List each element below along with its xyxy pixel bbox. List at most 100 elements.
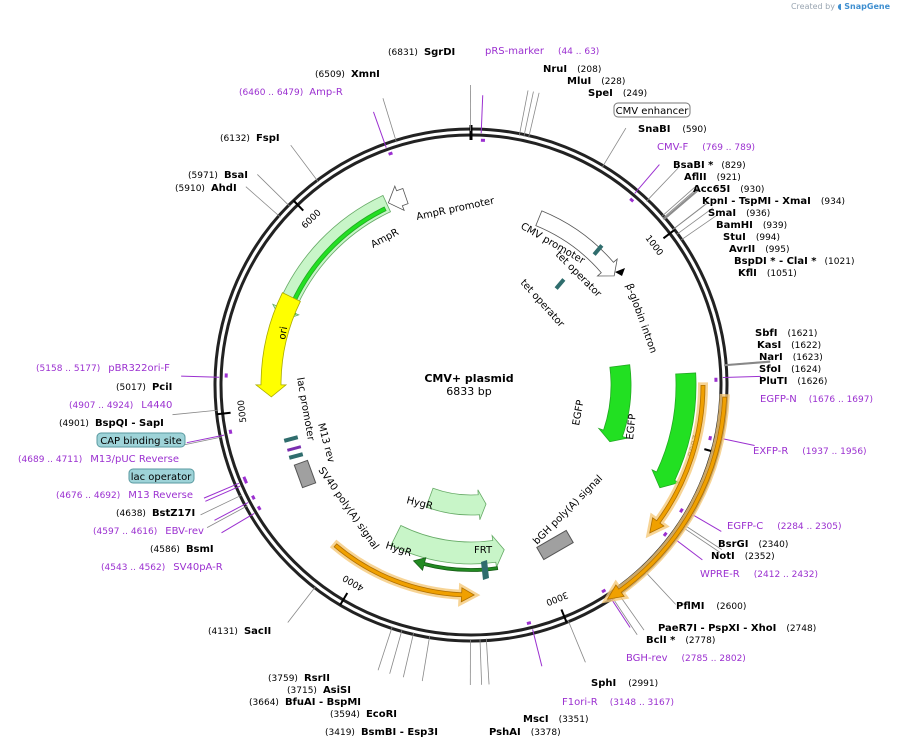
tick-label: 4000 (341, 572, 366, 592)
primer-leader-line (221, 513, 255, 534)
feature-label: EGFP (571, 399, 586, 426)
plasmid-size: 6833 bp (446, 385, 491, 398)
site-leader-line (389, 629, 403, 674)
svg-text:(3664)BfuAI - BspMI: (3664)BfuAI - BspMI (249, 697, 361, 708)
svg-text:(6509)XmnI: (6509)XmnI (315, 69, 380, 80)
site-leader-line (646, 167, 679, 202)
feature-label: AmpR (369, 227, 401, 251)
svg-text:StuI(994): StuI(994) (723, 232, 780, 243)
beta-globin-intron-marker (615, 268, 625, 276)
svg-text:SnaBI(590): SnaBI(590) (638, 124, 707, 135)
primer-mark (708, 435, 713, 441)
tick-label: 6000 (300, 208, 324, 231)
site-leader-lines (172, 84, 771, 686)
site-leader-line (485, 638, 490, 685)
hygr-arrow-outer (390, 524, 505, 569)
svg-text:MscI(3351): MscI(3351) (523, 714, 589, 725)
site-leader-line (377, 626, 393, 671)
site-labels: (6831)SgrDI (6509)XmnI (6132)FspI (5971)… (59, 47, 854, 738)
svg-text:Acc65I(930): Acc65I(930) (693, 184, 764, 195)
primer-mark (662, 531, 668, 537)
bgh-polya-box (536, 529, 574, 561)
frt-marker (481, 560, 489, 580)
primer-leader-line (480, 95, 484, 134)
site-leader-line (172, 409, 219, 416)
tick-label: 3000 (544, 589, 569, 607)
site-leader-line (567, 619, 586, 663)
ampr-promoter-arrow (387, 184, 409, 212)
site-leader-line (661, 186, 697, 218)
svg-text:AvrII(995): AvrII(995) (729, 244, 789, 255)
svg-text:(4543 .. 4562)SV40pA-R: (4543 .. 4562)SV40pA-R (101, 562, 223, 573)
ori-arrow (254, 292, 301, 398)
site-leader-line (518, 90, 529, 136)
svg-text:PluTI(1626): PluTI(1626) (759, 376, 827, 387)
svg-text:BsaBI *(829): BsaBI *(829) (673, 160, 746, 171)
site-leader-line (681, 526, 721, 553)
feature-label: ori (277, 326, 290, 341)
svg-text:PaeR7I - PspXI - XhoI(2748): PaeR7I - PspXI - XhoI(2748) (658, 623, 816, 634)
cmv-promoter-arrow (535, 210, 618, 277)
snapgene-logo-icon: ◖ (837, 2, 842, 11)
cap-site-marker (288, 452, 304, 460)
svg-text:(4689 .. 4711)M13/pUC Reverse: (4689 .. 4711)M13/pUC Reverse (18, 454, 179, 465)
svg-text:EGFP-C(2284 .. 2305): EGFP-C(2284 .. 2305) (727, 521, 842, 532)
hygr-arrow-inner (425, 487, 487, 520)
svg-text:BsrGI(2340): BsrGI(2340) (718, 539, 788, 550)
svg-text:pRS-marker(44 .. 63): pRS-marker(44 .. 63) (485, 46, 599, 57)
primer-mark (256, 505, 262, 511)
credit-brand: SnapGene (844, 2, 890, 11)
site-leader-line (683, 524, 723, 550)
hygr-core-arrow (412, 557, 499, 572)
primer-leader-line (181, 375, 220, 378)
svg-text:BspDI * - ClaI *(1021): BspDI * - ClaI *(1021) (734, 256, 854, 267)
svg-text:WPRE-R(2412 .. 2432): WPRE-R(2412 .. 2432) (700, 569, 818, 580)
site-leader-line (206, 505, 248, 528)
svg-text:CMV enhancer: CMV enhancer (616, 106, 690, 117)
tick-mark (292, 199, 304, 212)
tet-operator-marker (592, 244, 604, 256)
svg-text:BclI *(2778): BclI *(2778) (646, 635, 715, 646)
svg-text:(4131)SacII: (4131)SacII (208, 626, 271, 637)
tet-operator-marker (554, 278, 566, 290)
svg-text:SmaI(936): SmaI(936) (708, 208, 770, 219)
primer-leader-line (203, 482, 240, 499)
svg-text:(3419)BsmBI - Esp3I: (3419)BsmBI - Esp3I (325, 727, 438, 738)
svg-text:CMV-F(769 .. 789): CMV-F(769 .. 789) (657, 142, 755, 153)
svg-text:MluI(228): MluI(228) (567, 76, 625, 87)
svg-text:SpeI(249): SpeI(249) (588, 88, 647, 99)
site-leader-line (679, 214, 719, 241)
site-leader-line (479, 638, 483, 685)
site-leader-line (200, 494, 243, 516)
svg-text:EGFP-N(1676 .. 1697): EGFP-N(1676 .. 1697) (760, 394, 873, 405)
tick-label: 5000 (237, 399, 250, 423)
site-leader-line (257, 174, 291, 207)
site-leader-line (287, 585, 317, 623)
site-leader-line (662, 187, 698, 219)
svg-text:(6831)SgrDI: (6831)SgrDI (388, 47, 455, 58)
primer-leader-line (186, 434, 225, 444)
primer-leader-line (532, 629, 543, 667)
site-leader-line (672, 201, 710, 231)
svg-text:PflMI(2600): PflMI(2600) (676, 601, 746, 612)
tick-mark (216, 411, 231, 416)
svg-text:SphI(2991): SphI(2991) (591, 678, 658, 689)
sv40-arrow (333, 543, 476, 603)
primer-mark (388, 151, 393, 156)
svg-text:(5158 .. 5177)pBR322ori-F: (5158 .. 5177)pBR322ori-F (36, 363, 170, 374)
svg-text:CAP binding site: CAP binding site (100, 436, 182, 447)
primer-leader-line (205, 485, 241, 502)
svg-text:(5017)PciI: (5017)PciI (116, 382, 172, 393)
lac-operator-label: lac operator (128, 468, 195, 484)
primer-mark (679, 507, 684, 513)
site-leader-line (663, 188, 699, 220)
primer-mark (526, 621, 532, 625)
svg-text:NruI(208): NruI(208) (543, 64, 601, 75)
svg-text:(5971)BsaI: (5971)BsaI (188, 170, 248, 181)
svg-text:SbfI(1621): SbfI(1621) (755, 328, 817, 339)
tick-mark (339, 592, 349, 606)
svg-text:(4907 .. 4924)L4440: (4907 .. 4924)L4440 (69, 400, 172, 411)
site-leader-line (724, 361, 771, 367)
egfp-arrow-outer (651, 372, 697, 489)
